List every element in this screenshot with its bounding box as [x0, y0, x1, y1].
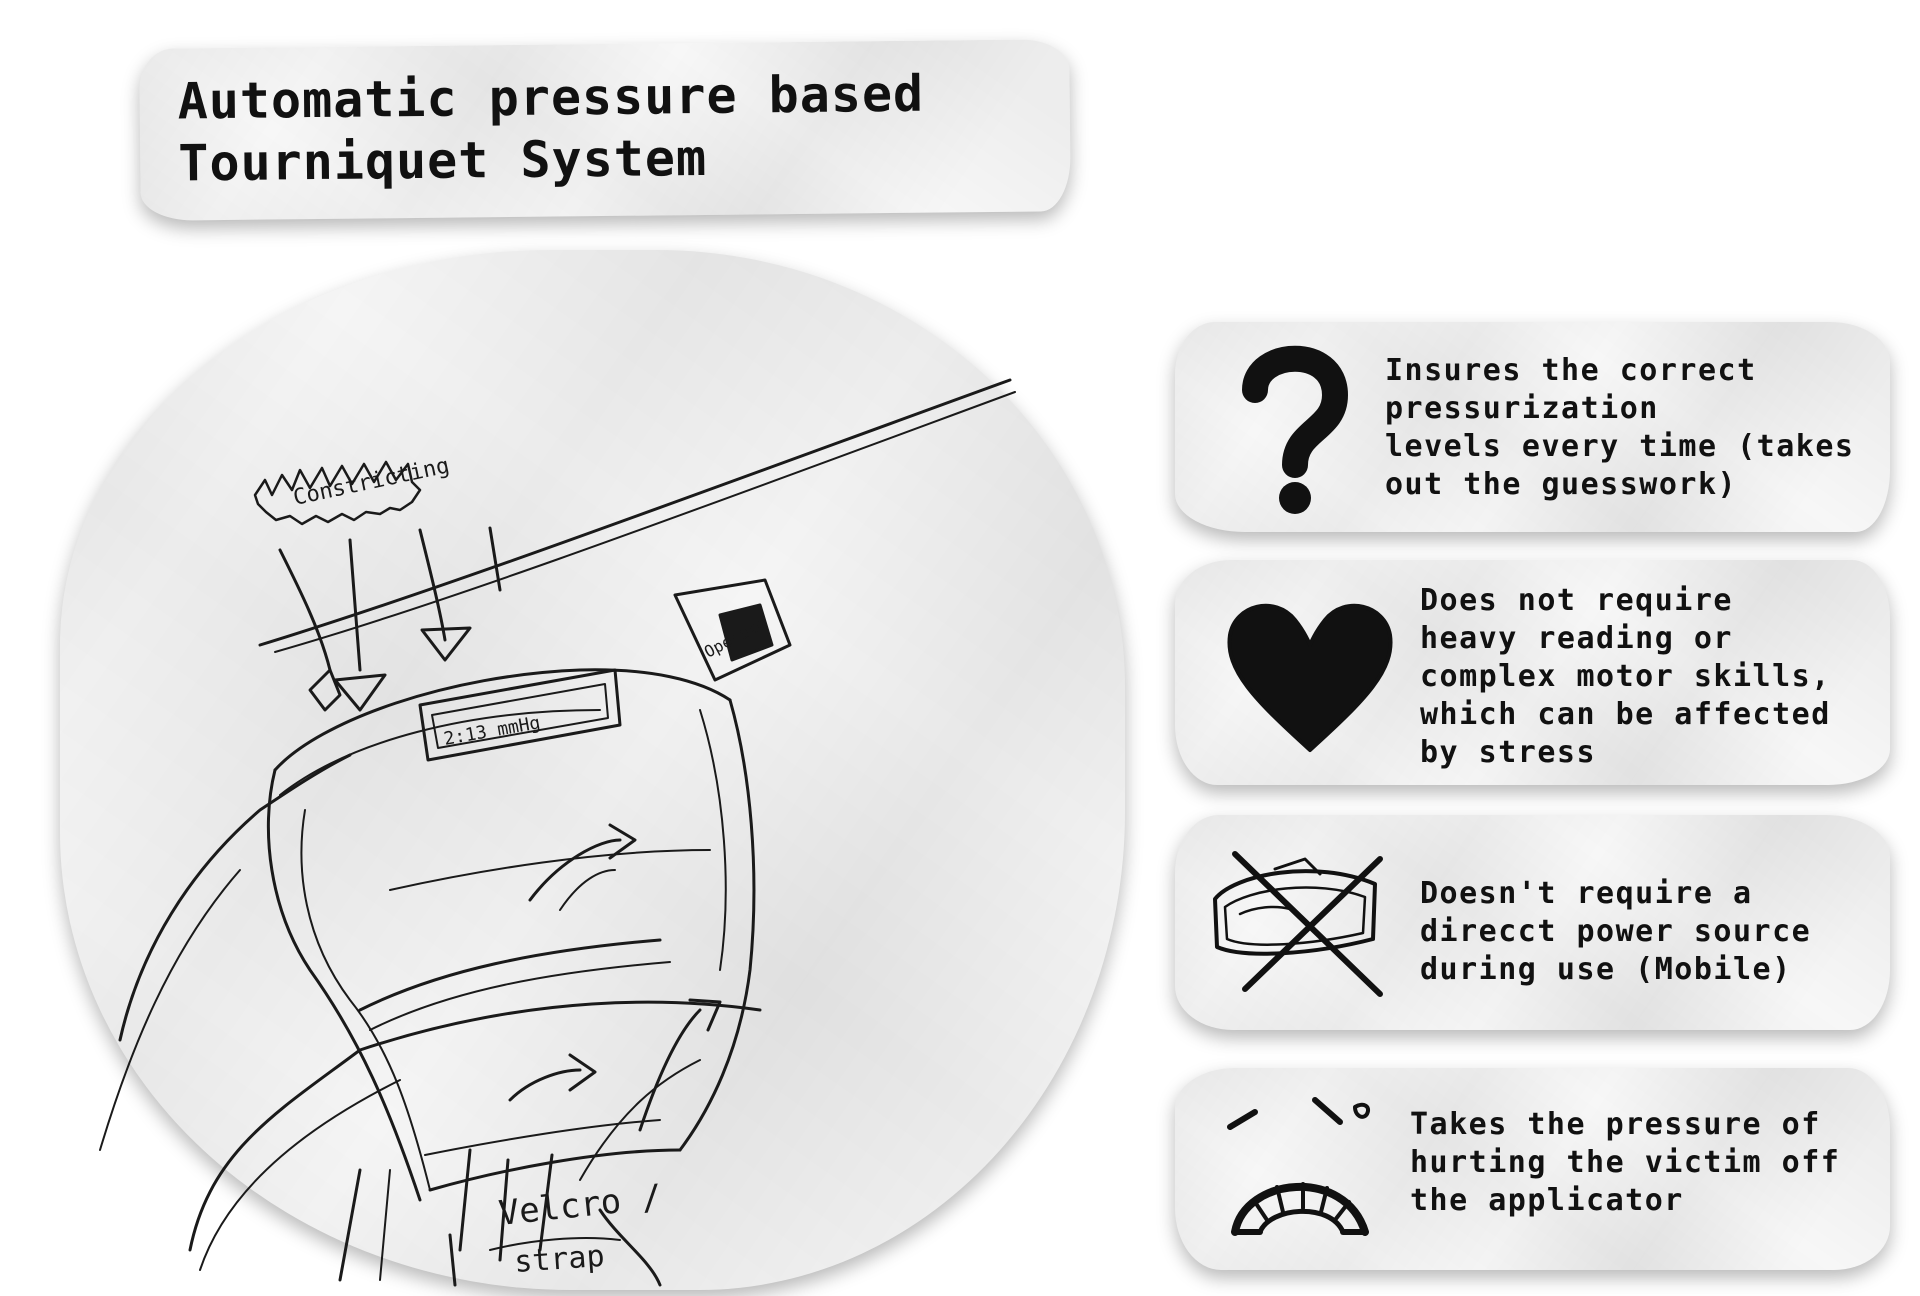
- feature-3-line-3: during use (Mobile): [1420, 952, 1792, 987]
- crossed-out-battery-icon: [1213, 851, 1383, 997]
- title-paper: Automatic pressure based Tourniquet Syst…: [139, 39, 1071, 221]
- question-mark-icon: [1242, 345, 1349, 514]
- feature-text-power: Doesn't require a direcct power source d…: [1420, 875, 1910, 989]
- page-title: Automatic pressure based Tourniquet Syst…: [177, 63, 925, 195]
- heart-icon: [1227, 603, 1393, 752]
- feature-4-line-1: Takes the pressure of: [1410, 1107, 1821, 1142]
- feature-1-line-2: pressurization: [1385, 391, 1659, 426]
- feature-3-line-1: Doesn't require a: [1420, 876, 1753, 911]
- title-line-2: Tourniquet System: [178, 128, 708, 193]
- feature-card-ease: Does not require heavy reading or comple…: [1175, 560, 1890, 785]
- tourniquet-sketch: Constricting 2:13 mmHg Operate Velcro / …: [99, 378, 1016, 1287]
- title-line-1: Automatic pressure based: [177, 64, 925, 131]
- constricting-label: Constricting: [291, 453, 452, 511]
- feature-1-line-1: Insures the correct: [1385, 353, 1757, 388]
- feature-card-power: Doesn't require a direcct power source d…: [1175, 815, 1890, 1030]
- feature-2-line-5: by stress: [1420, 735, 1597, 770]
- feature-4-line-2: hurting the victim off: [1410, 1145, 1841, 1180]
- feature-2-line-4: which can be affected: [1420, 697, 1831, 732]
- strap-label: strap: [513, 1239, 606, 1280]
- feature-card-accuracy: Insures the correct pressurization level…: [1175, 322, 1890, 532]
- sad-face-icon: [1227, 1097, 1370, 1236]
- feature-4-line-3: the applicator: [1410, 1183, 1684, 1218]
- feature-3-line-2: direcct power source: [1420, 914, 1812, 949]
- feature-1-line-4: out the guesswork): [1385, 467, 1738, 502]
- feature-2-line-1: Does not require: [1420, 583, 1733, 618]
- sketch-paper: Constricting 2:13 mmHg Operate Velcro / …: [60, 250, 1125, 1290]
- feature-2-line-3: complex motor skills,: [1420, 659, 1831, 694]
- feature-text-accuracy: Insures the correct pressurization level…: [1385, 352, 1875, 504]
- velcro-label: Velcro /: [497, 1177, 664, 1234]
- feature-1-line-3: levels every time (takes: [1385, 429, 1855, 464]
- feature-text-pressure: Takes the pressure of hurting the victim…: [1410, 1106, 1900, 1220]
- feature-2-line-2: heavy reading or: [1420, 621, 1733, 656]
- feature-card-pressure: Takes the pressure of hurting the victim…: [1175, 1068, 1890, 1270]
- feature-text-ease: Does not require heavy reading or comple…: [1420, 582, 1910, 772]
